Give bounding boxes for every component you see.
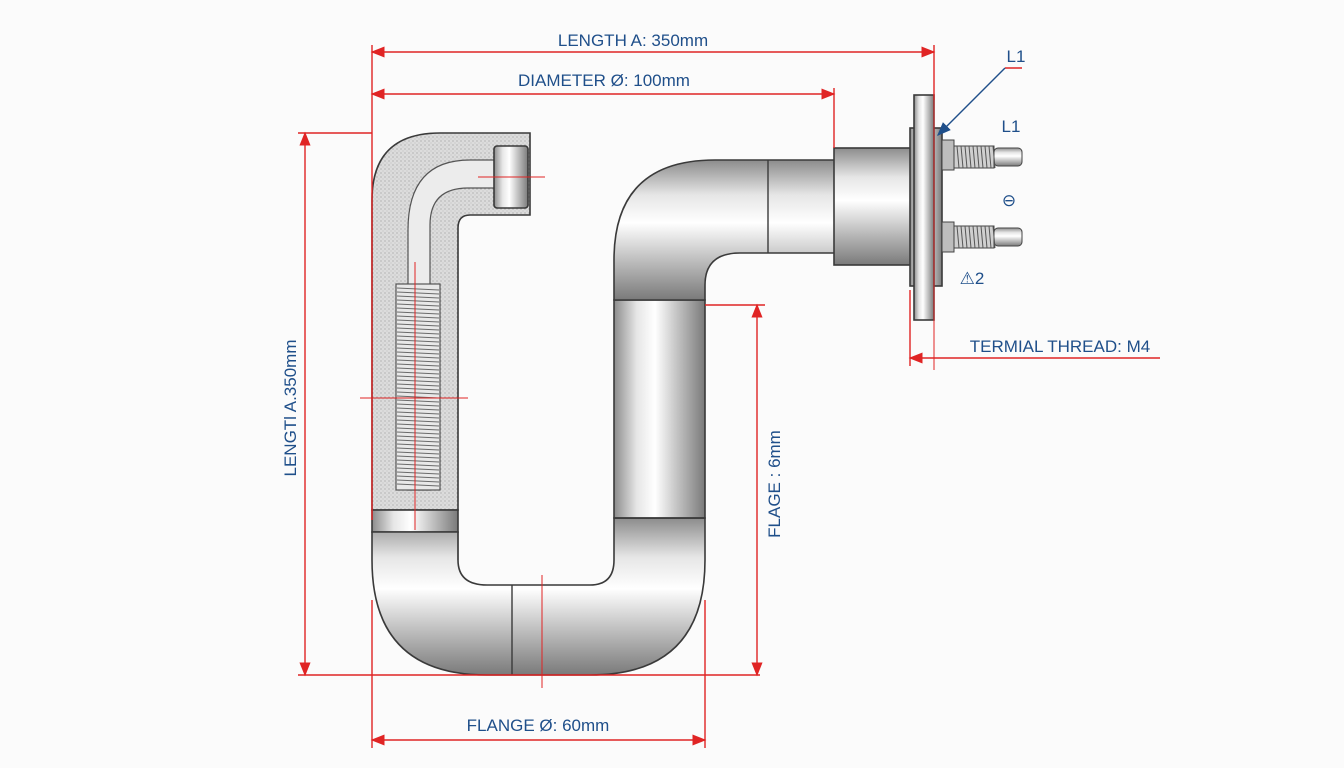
coil-winding — [396, 463, 440, 467]
terminal-bottom — [941, 221, 1023, 253]
coil-winding — [396, 455, 440, 459]
length-top-label: LENGTH A: 350mm — [558, 31, 708, 50]
right-riser — [613, 299, 706, 519]
heating-coil — [395, 283, 441, 491]
thread-line — [964, 225, 968, 249]
thread-line — [984, 145, 988, 169]
thread-line — [976, 225, 980, 249]
coil-winding — [396, 299, 440, 303]
dimension-lines — [298, 45, 1160, 748]
flange-assembly — [833, 94, 1023, 321]
coil-winding — [396, 315, 440, 319]
coil-winding — [396, 375, 440, 379]
coil-winding — [396, 359, 440, 363]
hub — [833, 147, 913, 266]
coil-winding — [396, 451, 440, 455]
coil-winding — [396, 431, 440, 435]
callout-l1: L1 — [1002, 117, 1021, 136]
thread-line — [960, 145, 964, 169]
coil-winding — [396, 291, 440, 295]
coil-winding — [396, 287, 440, 291]
coil-winding — [396, 327, 440, 331]
thread-line — [984, 225, 988, 249]
coil-winding — [396, 443, 440, 447]
coil-winding — [396, 363, 440, 367]
upper-bend — [613, 159, 836, 301]
thread-line — [976, 145, 980, 169]
thread-line — [956, 225, 960, 249]
thread-line — [972, 145, 976, 169]
coil-winding — [396, 319, 440, 323]
coil-winding — [396, 399, 440, 403]
coil-winding — [396, 371, 440, 375]
warning-triangle-icon: ⚠2 — [960, 269, 985, 288]
coil-winding — [396, 471, 440, 475]
coil-winding — [396, 447, 440, 451]
thread-line — [964, 145, 968, 169]
callout-l1-top: L1 — [1007, 47, 1026, 66]
thread-line — [972, 225, 976, 249]
coil-winding — [396, 343, 440, 347]
thread-line — [980, 145, 984, 169]
u-bend — [371, 517, 706, 676]
flange-bottom-label: FLANGE Ø: 60mm — [467, 716, 610, 735]
coil-winding — [396, 339, 440, 343]
thread-line — [992, 145, 996, 169]
coil-winding — [396, 483, 440, 487]
coil-winding — [396, 383, 440, 387]
coil-winding — [396, 335, 440, 339]
coil-winding — [396, 295, 440, 299]
terminal-top — [941, 139, 1023, 171]
minus-circle-icon: ⊖ — [1002, 191, 1016, 210]
flange-disc — [913, 94, 935, 321]
coil-winding — [396, 439, 440, 443]
coil-winding — [396, 303, 440, 307]
coil-winding — [396, 403, 440, 407]
coil-winding — [396, 467, 440, 471]
coil-winding — [396, 435, 440, 439]
terminal-thread-label: TERMIAL THREAD: M4 — [970, 337, 1150, 356]
coil-winding — [396, 419, 440, 423]
coil-winding — [396, 475, 440, 479]
coil-winding — [396, 391, 440, 395]
coil-winding — [396, 323, 440, 327]
coil-winding — [396, 331, 440, 335]
coil-winding — [396, 379, 440, 383]
thread-line — [968, 145, 972, 169]
diameter-label: DIAMETER Ø: 100mm — [518, 71, 690, 90]
thread-line — [988, 145, 992, 169]
coil-winding — [396, 427, 440, 431]
thread-line — [992, 225, 996, 249]
coil-winding — [396, 411, 440, 415]
coil-winding — [396, 407, 440, 411]
coil-winding — [396, 423, 440, 427]
coil-winding — [396, 415, 440, 419]
center-lines — [360, 95, 935, 688]
coil-winding — [396, 351, 440, 355]
coil-winding — [396, 307, 440, 311]
labels: LENGTH A: 350mm DIAMETER Ø: 100mm LENGTl… — [281, 31, 1150, 735]
thread-line — [956, 145, 960, 169]
thread-line — [980, 225, 984, 249]
thread-line — [988, 225, 992, 249]
coil-winding — [396, 355, 440, 359]
flage-label: FLAGE : 6mm — [765, 430, 784, 538]
coil-winding — [396, 479, 440, 483]
coil-winding — [396, 311, 440, 315]
coil-winding — [396, 367, 440, 371]
thread-line — [960, 225, 964, 249]
coil-winding — [396, 459, 440, 463]
cutaway-section — [371, 132, 531, 533]
thread-line — [968, 225, 972, 249]
length-left-label: LENGTl A.350mm — [281, 340, 300, 477]
coil-winding — [396, 347, 440, 351]
coil-winding — [396, 387, 440, 391]
